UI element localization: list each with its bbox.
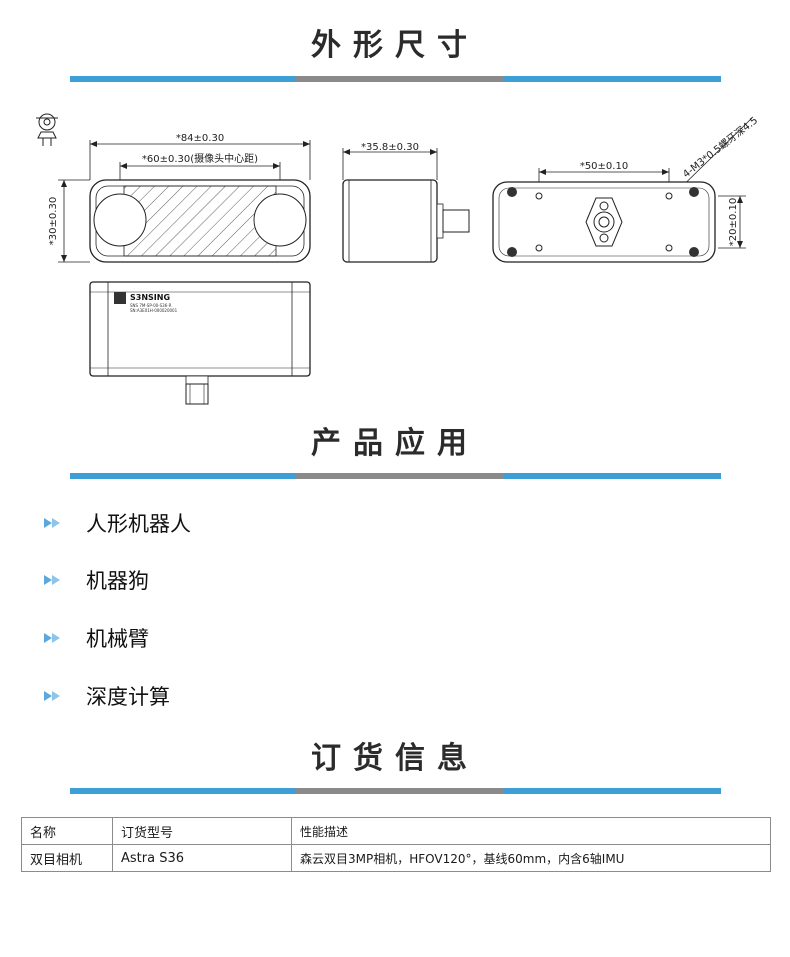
table-cell: 双目相机 — [21, 844, 113, 872]
double-chevron-right-icon — [44, 633, 60, 643]
hole-spacing-dim: *50±0.10 — [580, 161, 628, 172]
list-item: 深度计算 — [40, 681, 440, 711]
table-header-row: 名称 订货型号 性能描述 — [21, 817, 771, 845]
front-width-dim: *84±0.30 — [176, 133, 224, 144]
double-chevron-right-icon — [44, 691, 60, 701]
table-cell: 森云双目3MP相机，HFOV120°，基线60mm，内含6轴IMU — [291, 844, 771, 872]
application-label: 深度计算 — [86, 685, 170, 709]
back-view: *50±0.10 4-M3*0.5螺牙深4.5 *20±0.10 — [492, 114, 760, 263]
first-angle-projection-icon — [36, 113, 58, 146]
hole-height-dim: *20±0.10 — [728, 198, 739, 246]
table-cell: Astra S36 — [112, 844, 292, 872]
application-label: 机械臂 — [86, 627, 149, 651]
label-line2: SN:A3E01H-000020001 — [130, 308, 178, 313]
table-row: 双目相机 Astra S36 森云双目3MP相机，HFOV120°，基线60mm… — [21, 844, 771, 872]
application-label: 机器狗 — [86, 569, 149, 593]
section-divider — [70, 76, 721, 82]
double-chevron-right-icon — [44, 518, 60, 528]
application-label: 人形机器人 — [86, 512, 191, 536]
list-item: 人形机器人 — [40, 508, 440, 538]
table-header-cell: 名称 — [21, 817, 113, 845]
list-item: 机器狗 — [40, 565, 440, 595]
section-title-dimensions: 外形尺寸 — [311, 28, 479, 63]
top-view: S3NSING SNS 7M-SP-00-S36-R SN:A3E01H-000… — [89, 281, 311, 405]
front-view: *84±0.30 *60±0.30(摄像头中心距) *30±0.30 — [48, 133, 311, 263]
section-title-ordering: 订货信息 — [311, 741, 479, 776]
brand-logo: S3NSING — [130, 293, 170, 302]
table-header-cell: 性能描述 — [291, 817, 771, 845]
list-item: 机械臂 — [40, 623, 440, 653]
hole-spec-dim: 4-M3*0.5螺牙深4.5 — [680, 114, 760, 180]
section-divider — [70, 788, 721, 794]
table-header-cell: 订货型号 — [112, 817, 292, 845]
side-depth-dim: *35.8±0.30 — [361, 142, 419, 153]
double-chevron-right-icon — [44, 575, 60, 585]
baseline-dim: *60±0.30(摄像头中心距) — [142, 152, 258, 165]
order-table: 名称 订货型号 性能描述 双目相机 Astra S36 森云双目3MP相机，HF… — [21, 817, 771, 872]
section-divider — [70, 473, 721, 479]
label-line1: SNS 7M-SP-00-S36-R — [130, 303, 172, 308]
height-dim: *30±0.30 — [48, 197, 59, 245]
dimension-drawing: *84±0.30 *60±0.30(摄像头中心距) *30±0.30 — [0, 100, 790, 410]
section-title-applications: 产品应用 — [311, 426, 479, 461]
side-view: *35.8±0.30 — [342, 142, 470, 263]
